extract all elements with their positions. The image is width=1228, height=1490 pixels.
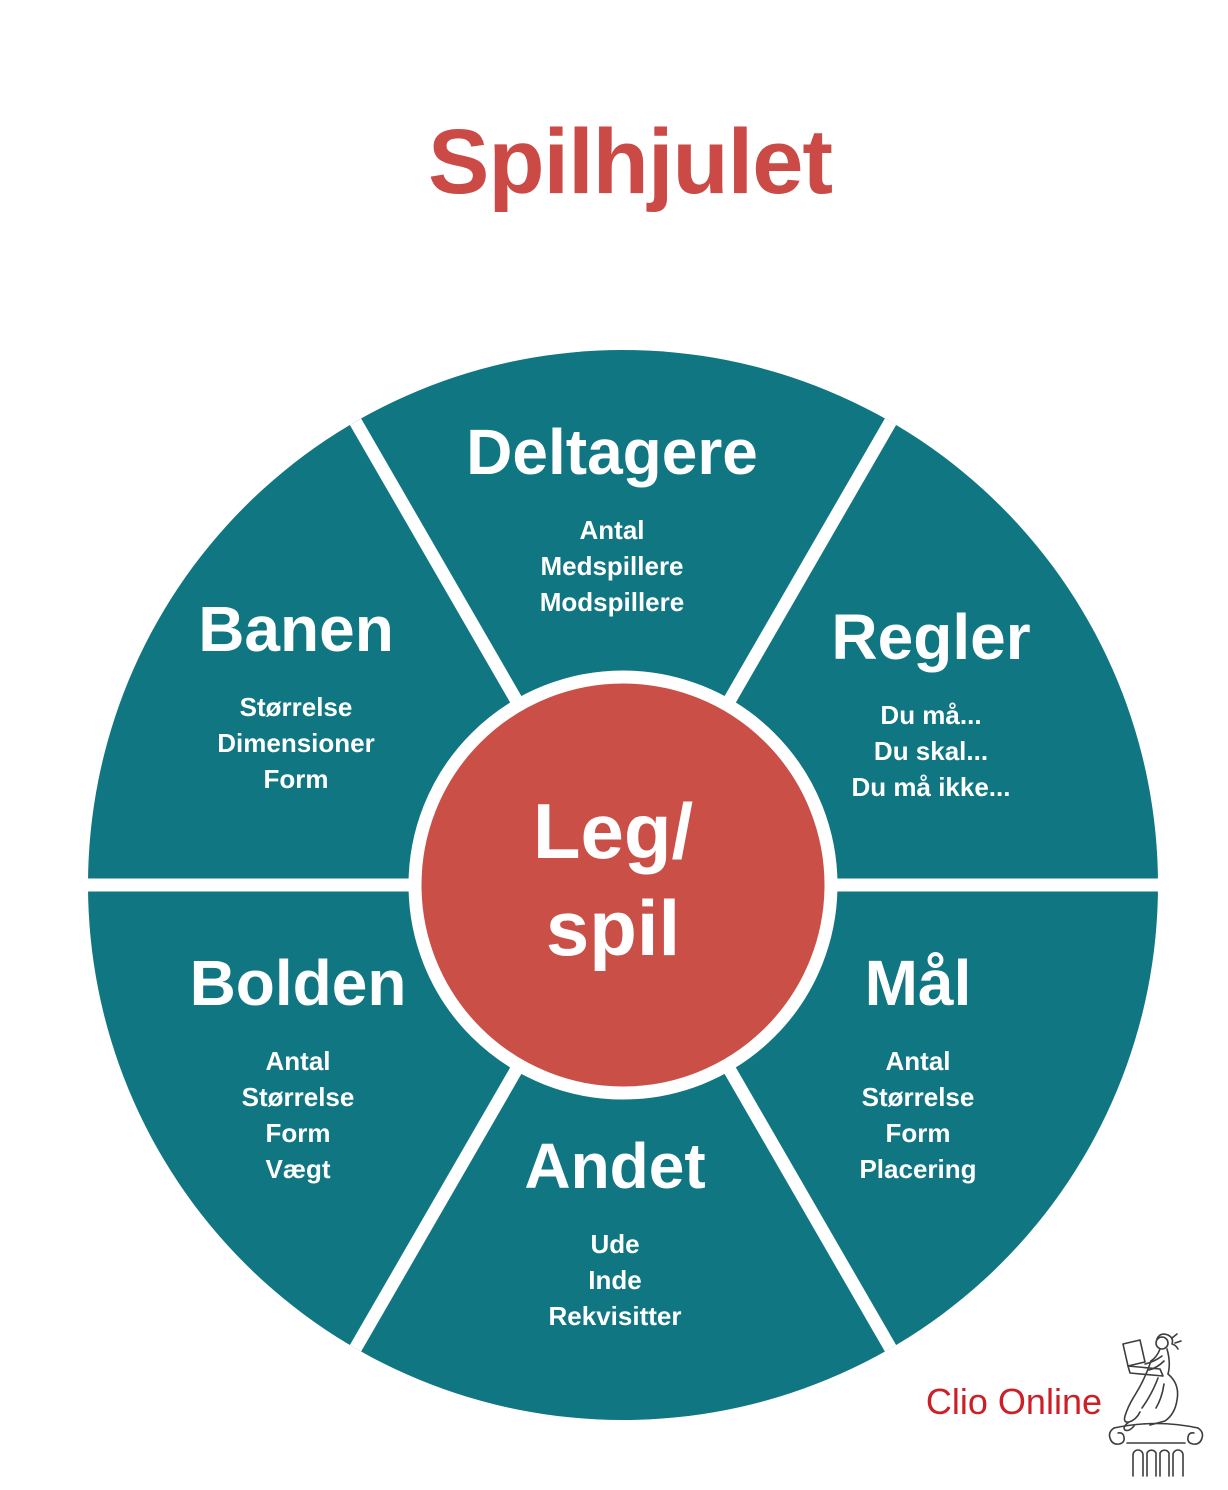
center-label-line-1: Leg/ bbox=[532, 787, 694, 875]
segment-deltagere: Deltagere Antal Medspillere Modspillere bbox=[466, 420, 758, 620]
segment-banen-title: Banen bbox=[198, 593, 394, 665]
muse-dress-folds bbox=[1141, 1377, 1165, 1409]
segment-item: Ude bbox=[590, 1229, 640, 1259]
segment-banen-items: Størrelse Dimensioner Form bbox=[198, 689, 394, 797]
muse-head bbox=[1155, 1336, 1169, 1350]
segment-item: Størrelse bbox=[241, 1082, 355, 1112]
segment-deltagere-items: Antal Medspillere Modspillere bbox=[466, 512, 758, 620]
segment-item: Du må ikke... bbox=[851, 772, 1011, 802]
segment-item: Størrelse bbox=[861, 1082, 975, 1112]
segment-item: Størrelse bbox=[239, 692, 353, 722]
segment-item: Form bbox=[263, 764, 329, 794]
segment-andet-items: Ude Inde Rekvisitter bbox=[524, 1226, 705, 1334]
segment-item: Medspillere bbox=[540, 551, 684, 581]
column-flute bbox=[1132, 1449, 1144, 1477]
muse-on-column-icon bbox=[1108, 1333, 1204, 1477]
segment-deltagere-title: Deltagere bbox=[466, 416, 758, 488]
segment-item: Form bbox=[885, 1118, 951, 1148]
segment-maal-items: Antal Størrelse Form Placering bbox=[859, 1043, 976, 1187]
segment-item: Dimensioner bbox=[217, 728, 375, 758]
segment-item: Antal bbox=[265, 1046, 331, 1076]
center-circle bbox=[408, 670, 838, 1100]
page-title: Spilhjulet bbox=[428, 111, 833, 213]
laptop-screen bbox=[1122, 1339, 1146, 1367]
clio-logo-text: Clio Online bbox=[925, 1381, 1102, 1422]
segment-regler-title: Regler bbox=[831, 601, 1031, 673]
column-flute bbox=[1146, 1449, 1157, 1477]
capital-right-volute bbox=[1187, 1427, 1204, 1445]
segment-regler-items: Du må... Du skal... Du må ikke... bbox=[831, 697, 1030, 805]
muse-torso bbox=[1150, 1348, 1171, 1375]
center-label-line-2: spil bbox=[545, 884, 681, 972]
muse-foot bbox=[1123, 1421, 1135, 1432]
segment-banen: Banen Størrelse Dimensioner Form bbox=[198, 597, 394, 797]
muse-dress-outer bbox=[1149, 1373, 1179, 1426]
column-flute bbox=[1172, 1449, 1184, 1477]
segment-item: Form bbox=[265, 1118, 331, 1148]
muse-laurel bbox=[1171, 1333, 1182, 1344]
segment-bolden-title: Bolden bbox=[189, 947, 407, 1019]
segment-item: Du må... bbox=[880, 700, 982, 730]
segment-andet-title: Andet bbox=[524, 1130, 706, 1202]
segment-andet: Andet Ude Inde Rekvisitter bbox=[524, 1134, 705, 1334]
segment-regler: Regler Du må... Du skal... Du må ikke... bbox=[831, 605, 1030, 805]
wheel-graphic bbox=[88, 350, 1158, 1420]
muse-arms bbox=[1144, 1355, 1165, 1371]
segment-item: Placering bbox=[859, 1154, 977, 1184]
game-wheel: Deltagere Antal Medspillere Modspillere … bbox=[88, 350, 1158, 1420]
segment-maal: Mål Antal Størrelse Form Placering bbox=[859, 951, 976, 1187]
muse-dress-drape bbox=[1123, 1360, 1152, 1423]
segment-bolden-items: Antal Størrelse Form Vægt bbox=[190, 1043, 407, 1187]
segment-item: Du skal... bbox=[873, 736, 989, 766]
clio-logo: Clio Online bbox=[924, 1330, 1214, 1480]
segment-item: Inde bbox=[588, 1265, 642, 1295]
segment-maal-title: Mål bbox=[864, 947, 972, 1019]
segment-item: Vægt bbox=[265, 1154, 331, 1184]
segment-item: Rekvisitter bbox=[548, 1301, 682, 1331]
segment-item: Modspillere bbox=[539, 587, 685, 617]
center-label: Leg/ spil bbox=[533, 783, 693, 977]
segment-bolden: Bolden Antal Størrelse Form Vægt bbox=[190, 951, 407, 1187]
segment-item: Antal bbox=[579, 515, 645, 545]
column-flute bbox=[1159, 1449, 1170, 1477]
capital-left-volute bbox=[1108, 1427, 1125, 1445]
segment-item: Antal bbox=[885, 1046, 951, 1076]
